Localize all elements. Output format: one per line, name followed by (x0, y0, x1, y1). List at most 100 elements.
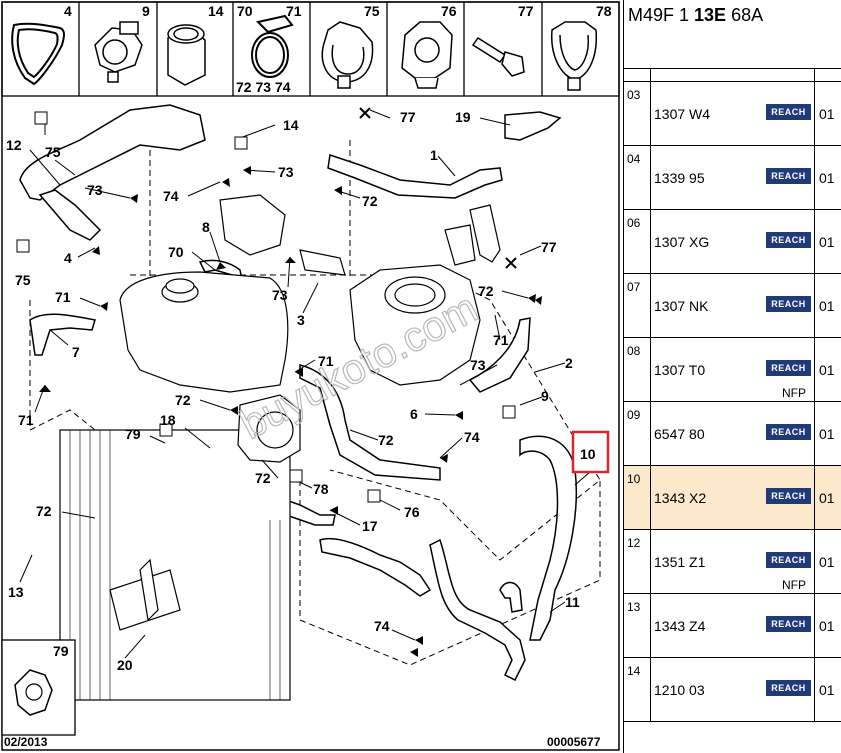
expansion-tank (119, 271, 289, 393)
parts-table: 03 1307 W4 REACH 01 04 1339 95 REACH 01 … (624, 82, 841, 722)
callout-77[interactable]: 77 (400, 109, 416, 125)
callout-76[interactable]: 76 (404, 504, 420, 520)
callout-75-lower[interactable]: 75 (15, 272, 31, 288)
reach-badge: REACH (766, 296, 811, 312)
callout-72[interactable]: 72 (362, 193, 378, 209)
row-reference[interactable]: 6547 80 (654, 426, 705, 442)
bracket-clip-icon[interactable] (401, 21, 453, 89)
header-suffix: 68A (726, 5, 764, 25)
row-reference[interactable]: 1307 XG (654, 234, 710, 250)
callout-72-right[interactable]: 72 (478, 283, 494, 299)
row-reference[interactable]: 1307 T0 (654, 362, 706, 378)
row-reference[interactable]: 1343 X2 (654, 490, 707, 506)
row-reference[interactable]: 1307 W4 (654, 106, 711, 122)
callout-73[interactable]: 73 (87, 182, 103, 198)
callout-4[interactable]: 4 (64, 250, 72, 266)
callout-3[interactable]: 3 (297, 312, 305, 328)
cross-markers (359, 107, 517, 269)
callout-9[interactable]: 9 (541, 388, 549, 404)
callout-72-low[interactable]: 72 (255, 470, 271, 486)
sleeve-icon[interactable] (167, 24, 206, 86)
callout-17[interactable]: 17 (362, 518, 378, 534)
selected-part-highlight[interactable] (571, 430, 610, 474)
bolt-icon[interactable] (471, 36, 525, 77)
thermostat-housing (219, 194, 481, 463)
row-reference[interactable]: 1339 95 (654, 170, 705, 186)
inset-number-79: 79 (53, 643, 69, 659)
belt-icon[interactable] (11, 22, 65, 86)
row-note: NFP (782, 386, 806, 400)
callout-8[interactable]: 8 (202, 219, 210, 235)
icon-number-70: 70 (237, 3, 253, 19)
reach-badge: REACH (766, 424, 811, 440)
icon-number-75: 75 (364, 3, 380, 19)
footer-date: 02/2013 (4, 735, 48, 749)
callout-73-mid[interactable]: 73 (272, 287, 288, 303)
hose-clip-icon[interactable] (94, 21, 143, 83)
table-row-selected[interactable]: 10 1343 X2 REACH 01 (624, 466, 841, 530)
callout-77-lower[interactable]: 77 (541, 239, 557, 255)
callout-13[interactable]: 13 (8, 584, 24, 600)
callout-10[interactable]: 10 (580, 446, 596, 462)
icon-number-72-73-74: 72 73 74 (236, 79, 291, 95)
callout-18[interactable]: 18 (160, 412, 176, 428)
callout-71[interactable]: 71 (55, 289, 71, 305)
header-bold: 13E (694, 5, 727, 25)
table-row[interactable]: 13 1343 Z4 REACH 01 (624, 594, 841, 658)
row-reference[interactable]: 1351 Z1 (654, 554, 706, 570)
ring-clamp-icon[interactable] (251, 14, 294, 78)
row-position: 07 (627, 280, 641, 294)
callout-1[interactable]: 1 (430, 147, 438, 163)
retaining-clip-icon[interactable] (551, 21, 598, 91)
table-row[interactable]: 08 1307 T0 REACH 01 NFP (624, 338, 841, 402)
radiator (59, 429, 291, 701)
callout-71-right[interactable]: 71 (493, 332, 509, 348)
callout-74-low[interactable]: 74 (374, 618, 390, 634)
reach-badge: REACH (766, 168, 811, 184)
leader-lines (19, 109, 591, 659)
callout-11[interactable]: 11 (565, 594, 580, 610)
table-row[interactable]: 06 1307 XG REACH 01 (624, 210, 841, 274)
table-header (624, 68, 841, 82)
callout-12[interactable]: 12 (6, 137, 22, 153)
table-row[interactable]: 09 6547 80 REACH 01 (624, 402, 841, 466)
callout-72-rad[interactable]: 72 (36, 503, 52, 519)
callout-20[interactable]: 20 (117, 657, 133, 673)
row-quantity: 01 (819, 170, 835, 186)
icon-number-9: 9 (142, 3, 150, 19)
callout-7[interactable]: 7 (72, 344, 80, 360)
callout-74[interactable]: 74 (163, 188, 179, 204)
hose-group (19, 104, 578, 682)
callout-73-right[interactable]: 73 (470, 357, 486, 373)
callout-72-pump[interactable]: 72 (378, 432, 394, 448)
exploded-view-drawing: 4 9 14 70 71 72 73 74 75 76 77 78 (1, 1, 620, 751)
reach-badge: REACH (766, 104, 811, 120)
callout-19[interactable]: 19 (455, 109, 471, 125)
callout-73-upper[interactable]: 73 (278, 164, 294, 180)
callout-14[interactable]: 14 (283, 117, 299, 133)
arrow-markers (39, 166, 542, 657)
callout-75[interactable]: 75 (45, 144, 61, 160)
table-row[interactable]: 03 1307 W4 REACH 01 (624, 82, 841, 146)
row-position: 13 (627, 600, 641, 614)
callout-74-mid[interactable]: 74 (464, 429, 480, 445)
callout-2[interactable]: 2 (565, 355, 573, 371)
table-row[interactable]: 04 1339 95 REACH 01 (624, 146, 841, 210)
callout-72-tank[interactable]: 72 (175, 392, 191, 408)
callout-70[interactable]: 70 (168, 244, 184, 260)
callout-79[interactable]: 79 (125, 426, 141, 442)
clip-icon (14, 669, 53, 716)
callout-6[interactable]: 6 (410, 406, 418, 422)
table-row[interactable]: 12 1351 Z1 REACH 01 NFP (624, 530, 841, 594)
row-reference[interactable]: 1343 Z4 (654, 618, 706, 634)
table-row[interactable]: 07 1307 NK REACH 01 (624, 274, 841, 338)
parts-list-panel: M49F 1 13E 68A 03 1307 W4 REACH 01 04 13… (623, 0, 841, 753)
row-reference[interactable]: 1307 NK (654, 298, 709, 314)
row-quantity: 01 (819, 490, 835, 506)
spring-clip-icon[interactable] (321, 21, 374, 89)
table-row[interactable]: 14 1210 03 REACH 01 (624, 658, 841, 722)
callout-71-mid[interactable]: 71 (318, 353, 334, 369)
row-reference[interactable]: 1210 03 (654, 682, 705, 698)
callout-78[interactable]: 78 (313, 481, 329, 497)
callout-71-left[interactable]: 71 (18, 412, 34, 428)
